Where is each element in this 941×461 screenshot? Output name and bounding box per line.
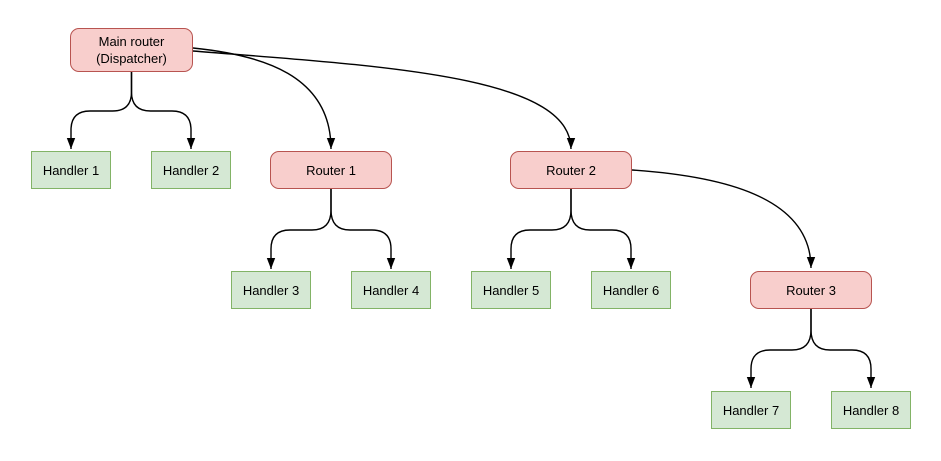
- edge-router-1-to-handler-4: [330, 189, 396, 269]
- edge-router-2-to-router-3: [631, 169, 816, 269]
- edge-main-to-handler-2: [130, 72, 196, 149]
- node-router-3: Router 3: [750, 271, 872, 309]
- node-handler-3: Handler 3: [231, 271, 311, 309]
- node-main-router: Main router (Dispatcher): [70, 28, 193, 72]
- edge-main-to-router-2: [192, 50, 576, 150]
- node-router-2: Router 2: [510, 151, 632, 189]
- edge-main-to-router-1: [192, 47, 336, 150]
- node-handler-2: Handler 2: [151, 151, 231, 189]
- edge-main-to-handler-1: [66, 72, 133, 149]
- node-router-1: Router 1: [270, 151, 392, 189]
- node-handler-5: Handler 5: [471, 271, 551, 309]
- edge-router-3-to-handler-8: [810, 309, 876, 388]
- edge-router-2-to-handler-5: [506, 189, 572, 269]
- node-handler-6: Handler 6: [591, 271, 671, 309]
- edge-router-1-to-handler-3: [266, 189, 332, 269]
- node-handler-7: Handler 7: [711, 391, 791, 429]
- edge-router-2-to-handler-6: [570, 189, 636, 269]
- node-handler-4: Handler 4: [351, 271, 431, 309]
- edge-router-3-to-handler-7: [746, 309, 812, 388]
- node-handler-8: Handler 8: [831, 391, 911, 429]
- node-handler-1: Handler 1: [31, 151, 111, 189]
